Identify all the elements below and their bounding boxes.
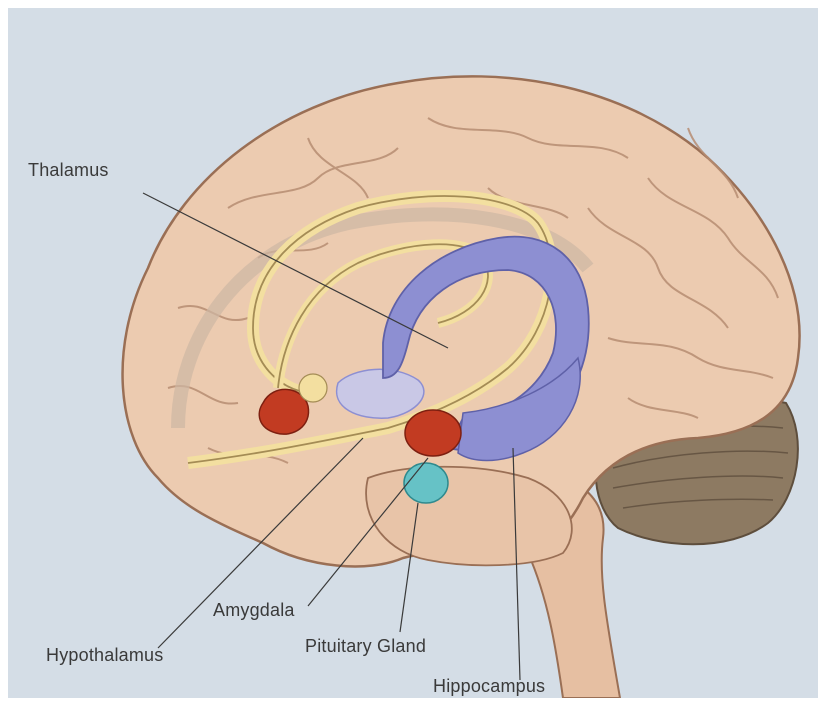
diagram-canvas: Thalamus Amygdala Hypothalamus Pituitary… [8,8,818,698]
pituitary-gland-label: Pituitary Gland [305,636,426,657]
hippocampus-label: Hippocampus [433,676,545,697]
amygdala-label: Amygdala [213,600,295,621]
thalamus-label: Thalamus [28,160,109,181]
amygdala [405,410,461,456]
mammillary-body [299,374,327,402]
brain-illustration [8,8,818,698]
pituitary-gland [404,463,448,503]
thalamus [337,369,424,418]
hypothalamus-label: Hypothalamus [46,645,163,666]
